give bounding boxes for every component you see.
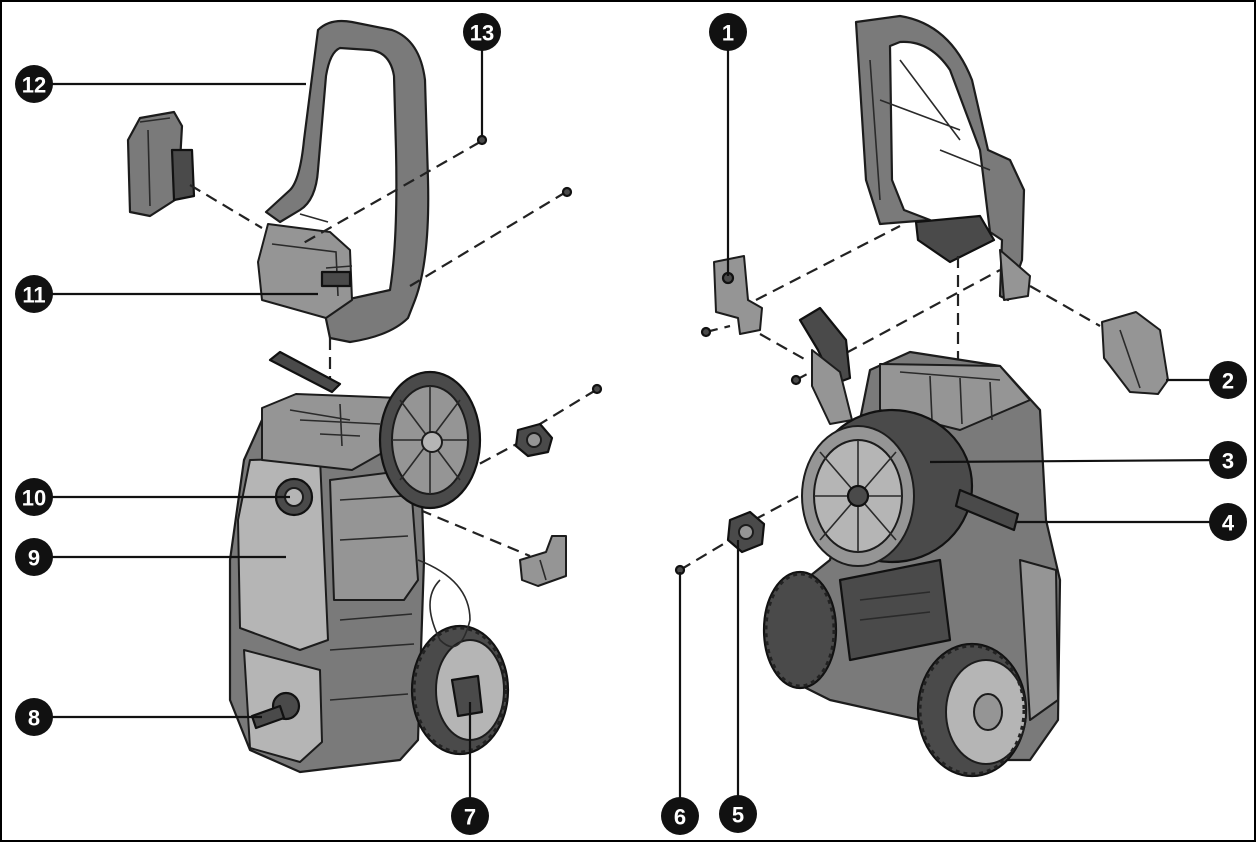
callout-label: 7: [464, 805, 476, 830]
callout-2: 2: [1209, 361, 1247, 399]
assembly-line-reel-knob: [467, 439, 525, 471]
reel-knob-right: [726, 510, 766, 554]
assembly-line-bracket-handle: [755, 225, 901, 301]
callout-8: 8: [15, 698, 53, 736]
callout-label: 6: [674, 805, 686, 830]
wheel-left: [410, 559, 510, 756]
screw-icon: [790, 374, 802, 386]
callout-6: 6: [661, 797, 699, 835]
lance-right: [798, 306, 853, 425]
callout-1: 1: [709, 13, 747, 51]
assembly-line-hook-right: [1029, 285, 1101, 327]
callout-label: 8: [28, 706, 40, 731]
reel-knob-left: [514, 422, 554, 458]
assembly-line-screw-13: [299, 141, 481, 246]
assembly-line-nozzle-holder: [419, 508, 531, 558]
hook-right: [1101, 311, 1169, 395]
bracket-right: [713, 255, 763, 335]
wheel-right-front: [916, 642, 1028, 778]
hose-reel-left: [378, 370, 482, 510]
callout-9: 9: [15, 538, 53, 576]
callout-label: 4: [1222, 511, 1235, 536]
wheel-right-rear: [762, 570, 838, 690]
callout-label: 5: [732, 803, 744, 828]
callout-label: 2: [1222, 369, 1234, 394]
callout-label: 11: [22, 283, 45, 308]
callout-label: 13: [470, 21, 494, 46]
assembly-line-screw-upper: [409, 191, 567, 287]
callout-label: 10: [22, 486, 46, 511]
callout-13: 13: [463, 13, 501, 51]
handle-left: [257, 19, 430, 344]
assembly-line-knob-5: [753, 489, 811, 521]
callout-label: 3: [1222, 449, 1234, 474]
callout-label: 12: [22, 73, 46, 98]
hose-reel-right: [801, 408, 1020, 567]
callout-3: 3: [1209, 441, 1247, 479]
assembly-line-hook: [189, 184, 263, 229]
callout-label: 9: [28, 546, 40, 571]
callout-4: 4: [1209, 503, 1247, 541]
screw-icon: [591, 383, 603, 395]
callout-10: 10: [15, 478, 53, 516]
callout-7: 7: [451, 797, 489, 835]
callout-label: 1: [722, 21, 734, 46]
handle-right: [854, 14, 1031, 302]
callout-12: 12: [15, 65, 53, 103]
assembly-line-bracket-body: [759, 333, 807, 361]
callout-11: 11: [15, 275, 53, 313]
assembly-line-screw-reel: [529, 389, 597, 431]
screw-icon: [700, 326, 712, 338]
lance-stub-left: [268, 350, 342, 394]
screw-icon: [561, 186, 573, 198]
screw-icon: [476, 134, 488, 146]
leader-lines: [36, 34, 1229, 816]
assembly-line-screw-6: [679, 539, 731, 571]
callout-5: 5: [719, 795, 757, 833]
nozzle-holder-left: [519, 535, 567, 587]
hook-left: [126, 110, 196, 218]
